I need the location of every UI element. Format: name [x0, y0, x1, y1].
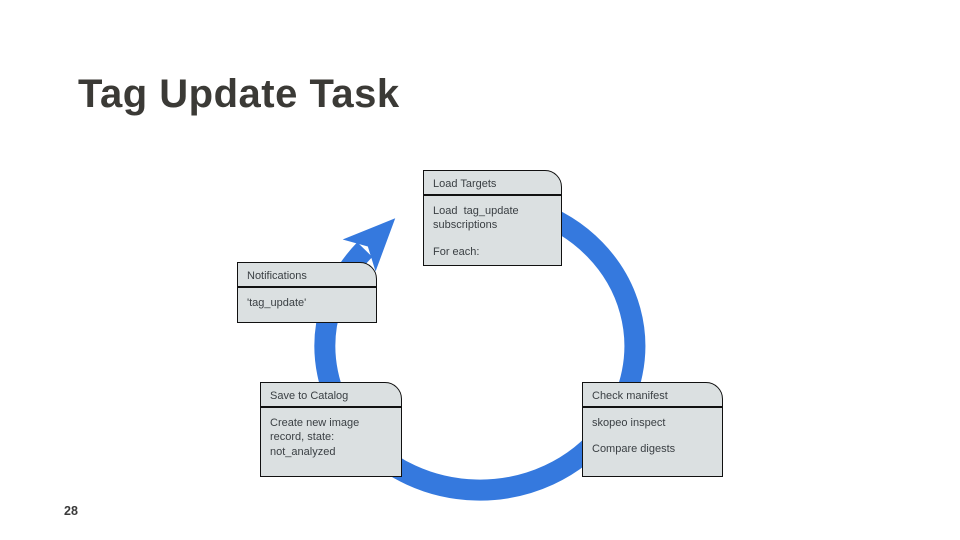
page-title: Tag Update Task: [78, 72, 400, 116]
node-title: Notifications: [238, 263, 376, 288]
node-save-to-catalog: Save to Catalog Create new image record,…: [260, 382, 402, 477]
node-body-line: Create new image record, state: not_anal…: [270, 417, 363, 458]
node-title: Load Targets: [424, 171, 561, 196]
node-body: 'tag_update': [238, 288, 376, 318]
node-notifications: Notifications 'tag_update': [237, 262, 377, 323]
node-body-line: skopeo inspect: [592, 417, 666, 429]
cycle-arc: [314, 191, 646, 501]
node-check-manifest: Check manifest skopeo inspect Compare di…: [582, 382, 723, 477]
node-body: Create new image record, state: not_anal…: [261, 408, 401, 467]
node-body: skopeo inspect Compare digests: [583, 408, 722, 465]
node-body: Load tag_update subscriptions For each:: [424, 196, 561, 267]
node-body-line: Compare digests: [592, 443, 676, 456]
node-title: Check manifest: [583, 383, 722, 408]
node-title: Save to Catalog: [261, 383, 401, 408]
page-number: 28: [64, 504, 78, 518]
node-load-targets: Load Targets Load tag_update subscriptio…: [423, 170, 562, 266]
node-body-line: For each:: [433, 245, 480, 258]
node-body-line: 'tag_update': [247, 297, 307, 309]
node-body-line: Load tag_update subscriptions: [433, 205, 522, 232]
